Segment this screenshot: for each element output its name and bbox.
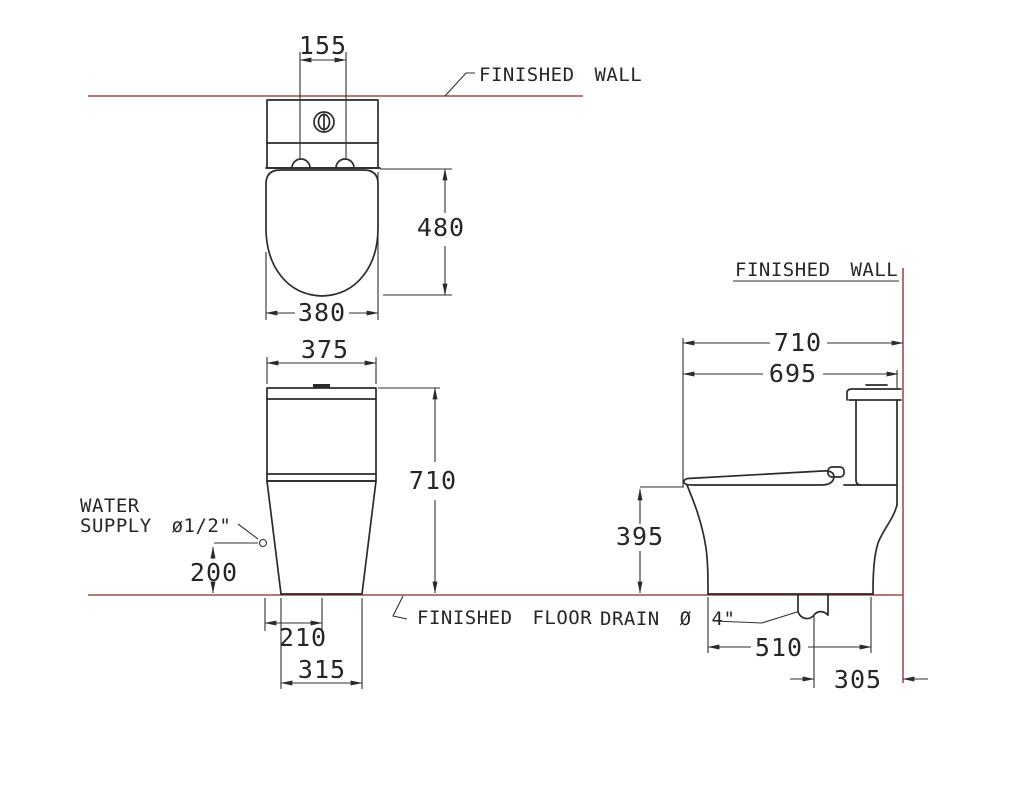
pedestal-left-taper	[266, 480, 282, 595]
seat-lid-outline	[265, 169, 379, 297]
finished-wall-callout-top: FINISHED WALL	[444, 64, 642, 97]
bowl-rear-curve	[872, 504, 898, 595]
pedestal-right-taper	[361, 480, 377, 595]
front-view: WATER SUPPLY ø1/2" 375 710 200 21	[80, 335, 592, 689]
water-supply-callout: WATER SUPPLY ø1/2"	[80, 495, 268, 548]
bowl-front-curve	[686, 484, 709, 595]
leader-line	[444, 72, 475, 97]
water-supply-label-2: SUPPLY ø1/2"	[80, 515, 231, 537]
top-view: 155 480 380 FINISHED WALL	[265, 31, 642, 327]
finished-floor-label: FINISHED FLOOR	[417, 607, 592, 629]
flush-button-outer	[313, 111, 335, 133]
seat-hinge-right	[335, 158, 355, 169]
dim-155: 155	[299, 31, 347, 60]
dim-710-side: 710	[774, 328, 822, 357]
leader-line	[237, 523, 259, 540]
drain-bottom-curve	[797, 610, 829, 620]
finished-wall-label-side: FINISHED WALL	[735, 259, 898, 281]
dim-375: 375	[301, 335, 349, 364]
dim-395: 395	[616, 522, 664, 551]
top-view-dimensions: 155 480 380	[265, 31, 465, 327]
seat-profile	[683, 470, 835, 486]
reference-lines	[88, 95, 904, 683]
tank-lid-profile	[846, 388, 902, 401]
top-view-outline	[265, 99, 381, 297]
water-supply-label-1: WATER	[80, 495, 140, 517]
side-view-dimensions: 710 695 395 510 305	[616, 328, 928, 694]
side-view-outline	[683, 384, 902, 620]
water-supply-point	[258, 538, 268, 548]
seat-hinge-left	[291, 158, 311, 169]
dim-305: 305	[834, 665, 882, 694]
dim-210: 210	[279, 623, 327, 652]
finished-wall-callout-side: FINISHED WALL	[733, 259, 899, 282]
dim-380: 380	[298, 298, 346, 327]
side-view: FINISHED WALL 710	[600, 259, 928, 694]
dim-480: 480	[417, 213, 465, 242]
finished-floor-callout: FINISHED FLOOR	[392, 595, 592, 629]
front-view-dimensions: 375 710 200 210 315	[190, 335, 457, 689]
tank-front-edge	[855, 399, 862, 486]
leader-line	[713, 611, 798, 624]
tank-top-outline	[266, 99, 379, 169]
dim-315: 315	[298, 655, 346, 684]
dim-695: 695	[769, 359, 817, 388]
dim-510: 510	[755, 633, 803, 662]
tank-front-outline	[266, 387, 377, 482]
drain-callout: DRAIN Ø 4"	[600, 608, 798, 630]
leader-line	[392, 595, 408, 620]
seat-hinge-cap	[827, 466, 845, 478]
front-view-outline	[266, 384, 377, 595]
drain-label: DRAIN Ø 4"	[600, 608, 735, 630]
dim-200: 200	[190, 558, 238, 587]
flush-button-front	[313, 384, 330, 389]
dim-710-front: 710	[409, 466, 457, 495]
finished-wall-label-top: FINISHED WALL	[479, 64, 642, 86]
